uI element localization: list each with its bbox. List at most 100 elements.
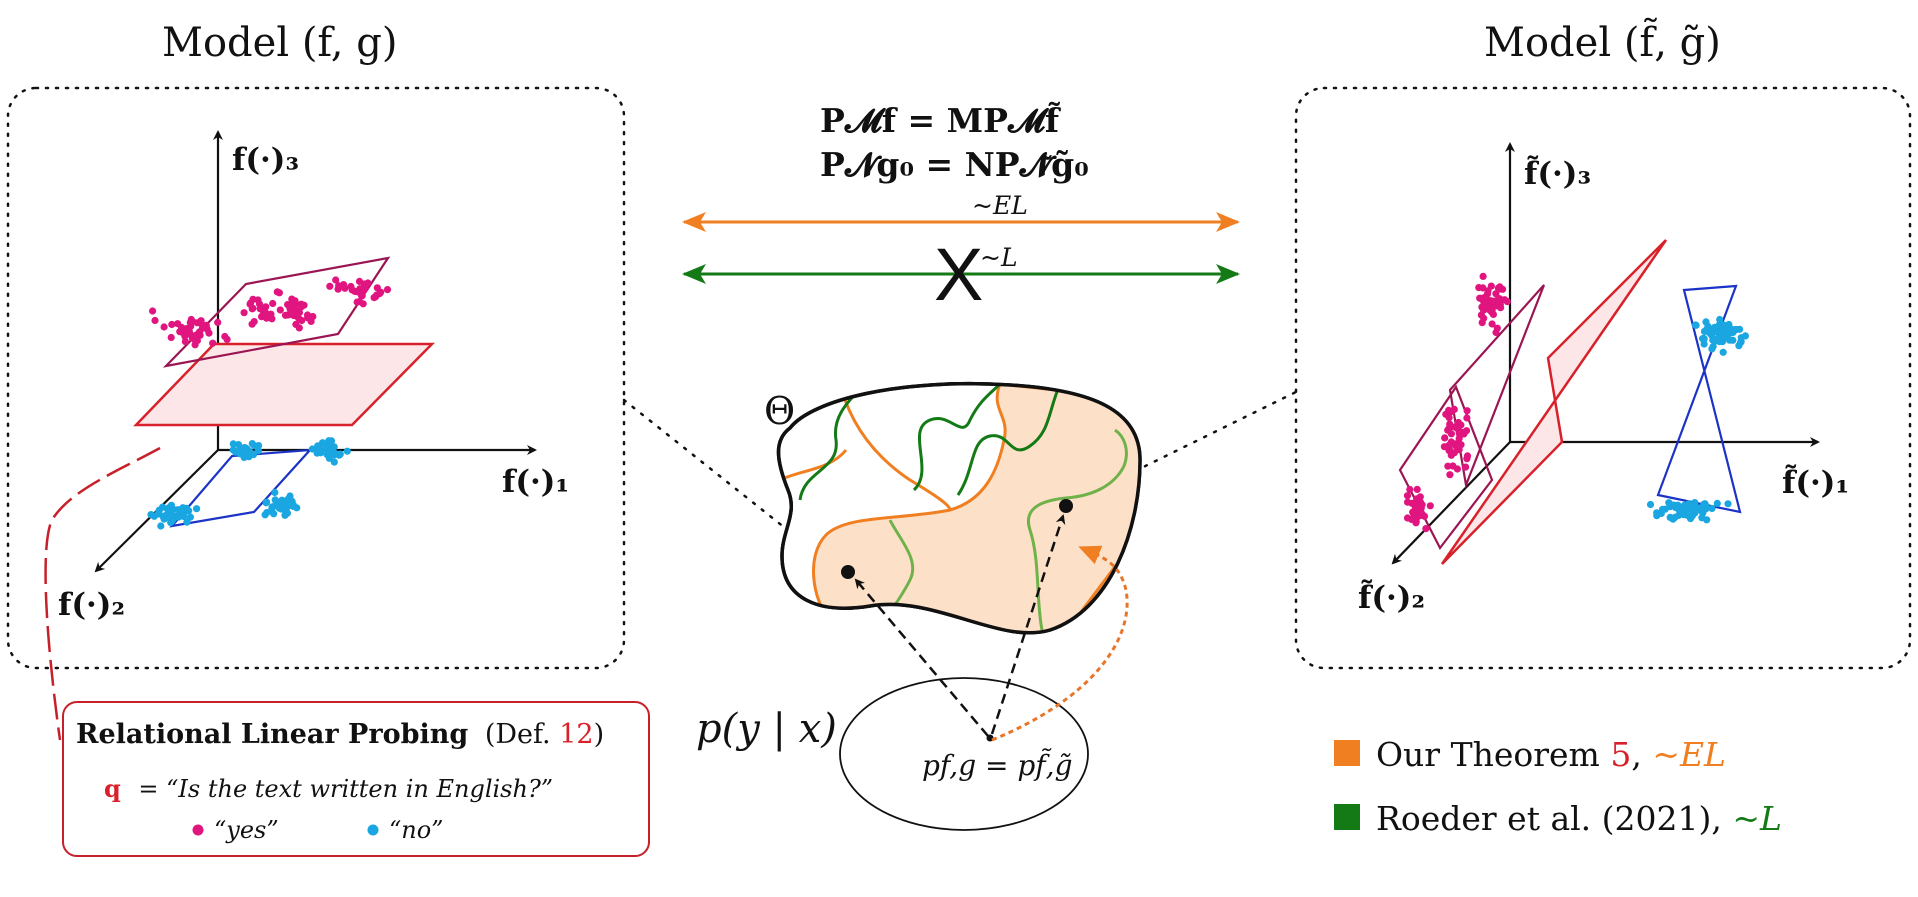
scatter-dot (1479, 284, 1487, 292)
scatter-dot (353, 298, 361, 306)
scatter-dot (223, 335, 231, 343)
left-separating-plane (133, 342, 435, 427)
scatter-dot (1719, 321, 1727, 329)
parameter-point-right (1059, 499, 1073, 513)
probing-connector (44, 446, 161, 741)
scatter-dot (1422, 525, 1430, 533)
scatter-dot (1487, 282, 1495, 290)
l-boundary-1 (798, 383, 867, 501)
scatter-dot (1713, 499, 1721, 507)
scatter-dot (276, 306, 284, 314)
left-model-title: Model (f, g) (162, 20, 397, 66)
scatter-dot (1448, 449, 1456, 457)
scatter-dot (1731, 326, 1739, 334)
scatter-dot (1404, 498, 1412, 506)
scatter-dot (151, 316, 159, 325)
scatter-dot (1703, 325, 1711, 334)
theta-outline (776, 381, 1142, 635)
scatter-dot (157, 522, 165, 530)
left-magenta-cluster (149, 276, 392, 349)
scatter-dot (278, 496, 286, 504)
scatter-dot (250, 318, 258, 326)
theta-label: Θ (764, 389, 795, 433)
arrow-to-equivalence-region (991, 545, 1129, 742)
scatter-dot (209, 339, 217, 347)
scatter-dot (351, 287, 359, 295)
scatter-dot (1480, 314, 1488, 322)
probing-question-line: q = “Is the text written in English?” (104, 774, 553, 803)
scatter-dot (1688, 510, 1697, 518)
scatter-dot (1665, 499, 1673, 507)
scatter-dot (193, 505, 201, 513)
scatter-dot (1408, 515, 1416, 524)
scatter-dot (262, 303, 270, 311)
scatter-dot (327, 451, 335, 459)
l-boundary-5 (1026, 428, 1128, 631)
legend-el-suffix: , (1631, 735, 1652, 774)
el-boundary-1 (838, 383, 952, 511)
probing-def-prefix: (Def. (485, 719, 559, 750)
scatter-dot (181, 338, 189, 346)
scatter-dot (186, 513, 194, 521)
likelihood-source-point (986, 734, 994, 742)
scatter-dot (147, 510, 155, 519)
scatter-dot (255, 442, 263, 450)
scatter-dot (1737, 334, 1745, 342)
scatter-dot (281, 311, 290, 319)
scatter-dot (1462, 463, 1470, 471)
scatter-dot (176, 511, 184, 520)
scatter-dot (1496, 283, 1504, 291)
scatter-dot (1413, 485, 1421, 493)
probing-q-text: = “Is the text written in English?” (138, 775, 553, 803)
scatter-dot (1708, 504, 1716, 513)
right-magenta-cluster (1403, 272, 1511, 533)
scatter-dot (1699, 502, 1707, 510)
scatter-dot (357, 291, 366, 300)
scatter-dot (205, 329, 213, 337)
likelihood-equality: pf,g = pf̃,g̃ (922, 748, 1073, 782)
scatter-dot (166, 515, 174, 523)
scatter-dot (232, 448, 240, 456)
left-axis-x-label: f(·)₁ (502, 464, 569, 500)
arrow-to-right-point (990, 514, 1066, 735)
scatter-dot (1480, 293, 1489, 302)
scatter-dot (1492, 290, 1500, 298)
el-relation-label: ~EL (972, 191, 1028, 220)
scatter-dot (289, 305, 297, 313)
scatter-dot (166, 508, 174, 517)
scatter-dot (1445, 406, 1453, 414)
scatter-dot (1446, 471, 1454, 479)
probing-def-suffix: ) (594, 719, 605, 750)
scatter-dot (373, 291, 381, 299)
right-axis-z-label: f̃(·)₃ (1524, 155, 1591, 192)
scatter-dot (273, 288, 281, 296)
right-axis-y-label: f̃(·)₂ (1358, 579, 1425, 616)
probing-yes-dot (192, 824, 204, 836)
scatter-dot (1452, 424, 1460, 432)
scatter-dot (1441, 434, 1449, 442)
scatter-dot (1720, 327, 1728, 335)
probing-no-label: “no” (389, 816, 443, 844)
likelihood-label: p(y | x) (696, 706, 837, 752)
scatter-dot (177, 323, 186, 331)
legend-item-l: Roeder et al. (2021), ~L (1376, 799, 1782, 838)
scatter-dot (1416, 510, 1424, 519)
scatter-dot (291, 297, 299, 305)
legend-l-prefix: Roeder et al. (2021), (1376, 799, 1732, 838)
likelihood-ellipse (839, 677, 1089, 831)
legend-swatch-l (1334, 804, 1360, 830)
scatter-dot (1710, 327, 1718, 335)
scatter-dot (1680, 510, 1689, 518)
scatter-dot (167, 501, 175, 509)
scatter-dot (297, 303, 305, 311)
scatter-dot (292, 320, 300, 328)
scatter-dot (288, 310, 296, 319)
scatter-dot (242, 445, 250, 453)
scatter-dot (332, 276, 340, 284)
l-boundary-3 (956, 383, 1062, 496)
scatter-dot (1463, 452, 1472, 460)
scatter-dot (185, 507, 193, 515)
right-cyan-cluster (1646, 315, 1749, 524)
scatter-dot (1403, 492, 1412, 500)
scatter-dot (149, 307, 157, 315)
